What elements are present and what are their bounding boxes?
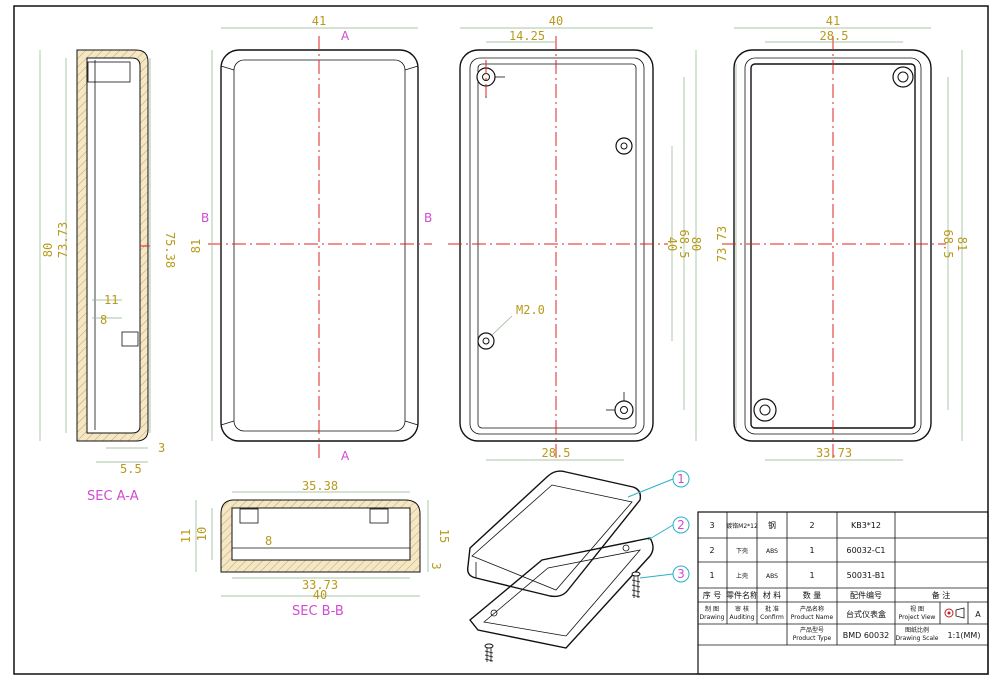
label-drawing-en: Drawing [700, 614, 725, 621]
screw-left [484, 643, 494, 662]
back-view: 41 28.5 73.73 68.5 81 33.73 [715, 14, 969, 461]
header-qty: 数 量 [803, 590, 822, 600]
label-confirm-cn: 批 准 [765, 605, 779, 613]
label-project-view-en: Project View [899, 614, 936, 621]
dim-80: 80 [41, 243, 55, 257]
header-name: 零件名称 [726, 590, 758, 600]
dim-41-back: 41 [826, 14, 840, 28]
header-no: 序 号 [703, 590, 722, 600]
part-3-material: 钢 [768, 520, 776, 530]
screw-right [631, 571, 641, 598]
label-scale-en: Drawing Scale [896, 635, 939, 642]
part-2-qty: 1 [809, 546, 814, 555]
label-auditing-en: Auditing [729, 614, 754, 621]
title-block: 3 镀铬M2*12 钢 2 KB3*12 2 下壳 ABS 1 60032-C1… [697, 511, 989, 675]
screw-hole-bottom-left [753, 398, 777, 422]
dim-33-73-back: 33.73 [816, 446, 852, 460]
header-remark: 备 注 [932, 590, 951, 600]
boss-right [615, 137, 633, 155]
section-bb-view: 35.38 33.73 40 11 10 8 15 3 SEC B-B [179, 479, 451, 619]
part-3-no: 3 [709, 521, 714, 530]
dim-80-side: 80 [689, 237, 703, 251]
section-bb-label: SEC B-B [292, 604, 344, 619]
dim-3-bb: 3 [429, 562, 443, 569]
part-1-qty: 1 [809, 571, 814, 580]
dim-28-5-back: 28.5 [820, 29, 849, 43]
dim-15-bb: 15 [437, 529, 451, 543]
dim-41: 41 [312, 14, 326, 28]
label-product-type-cn: 产品型号 [800, 626, 824, 634]
dim-5-5: 5.5 [120, 462, 142, 476]
part-2-partno: 60032-C1 [846, 546, 885, 555]
value-product-type: BMD 60032 [843, 631, 890, 640]
dim-14-25: 14.25 [509, 29, 545, 43]
boss-left [477, 332, 495, 350]
value-scale: 1:1(MM) [948, 631, 981, 640]
part-2-name: 下壳 [736, 547, 748, 555]
header-partno: 配件编号 [850, 590, 882, 600]
part-3-qty: 2 [809, 521, 814, 530]
dim-40-top: 40 [549, 14, 563, 28]
label-auditing-cn: 审 核 [735, 605, 749, 613]
section-mark-a-bottom: A [341, 449, 350, 463]
boss-top-left [476, 67, 505, 98]
drawing-border [13, 5, 989, 675]
part-1-name: 上壳 [736, 572, 748, 580]
dim-40-bb: 40 [313, 588, 327, 602]
hole-label-m2: M2.0 [516, 303, 545, 317]
front-view: 41 81 A A B B [189, 14, 432, 463]
part-3-partno: KB3*12 [851, 521, 881, 530]
dim-3: 3 [158, 441, 165, 455]
projection-symbol-icon [944, 607, 965, 619]
label-product-type-en: Product Type [793, 635, 832, 642]
part-1-no: 1 [709, 571, 714, 580]
dim-11-bb: 11 [179, 529, 193, 543]
section-aa-view: 80 73.73 75.38 11 8 3 5.5 SEC A-A [39, 49, 177, 504]
section-mark-a-top: A [341, 29, 350, 43]
dim-81-back: 81 [955, 237, 969, 251]
label-product-name-cn: 产品名称 [800, 605, 824, 613]
section-mark-b-left: B [201, 211, 209, 225]
section-aa-label: SEC A-A [87, 489, 139, 504]
dim-68-5: 68.5 [677, 230, 691, 259]
boss-bottom-right [606, 392, 634, 420]
isometric-assembly: 1 2 3 [466, 470, 690, 662]
callout-2: 2 [677, 518, 685, 532]
dim-73-73-back: 73.73 [715, 226, 729, 262]
dim-11: 11 [104, 293, 118, 307]
dim-35-38: 35.38 [302, 479, 338, 493]
callout-3: 3 [677, 567, 685, 581]
label-project-view-cn: 视 图 [910, 605, 924, 613]
dim-75-38: 75.38 [163, 232, 177, 268]
label-drawing-cn: 制 图 [705, 605, 719, 613]
label-confirm-en: Confirm [760, 614, 784, 621]
callout-1: 1 [677, 472, 685, 486]
dim-8-bb: 8 [265, 534, 272, 548]
inner-view: 40 14.25 40 68.5 80 28.5 M2.0 [448, 14, 703, 461]
screw-hole-top-right [892, 66, 914, 88]
dim-28-5-bottom: 28.5 [542, 446, 571, 460]
dim-81: 81 [189, 239, 203, 253]
part-3-name: 镀铬M2*12 [726, 522, 758, 530]
dim-10-bb: 10 [195, 527, 209, 541]
part-1-material: ABS [766, 573, 778, 580]
dim-8: 8 [100, 313, 107, 327]
label-scale-cn: 图纸比例 [905, 626, 929, 634]
label-product-name-en: Product Name [791, 614, 834, 621]
part-1-partno: 50031-B1 [847, 571, 886, 580]
dim-68-5-back: 68.5 [941, 230, 955, 259]
part-2-no: 2 [709, 546, 714, 555]
dim-73-73: 73.73 [56, 222, 70, 258]
dim-40-side: 40 [665, 237, 679, 251]
dim-33-73: 33.73 [302, 578, 338, 592]
part-2-material: ABS [766, 548, 778, 555]
value-product-name: 台式仪表盒 [846, 609, 886, 619]
header-material: 材 料 [763, 590, 782, 600]
section-mark-b-right: B [424, 211, 432, 225]
value-view-letter: A [975, 610, 981, 619]
